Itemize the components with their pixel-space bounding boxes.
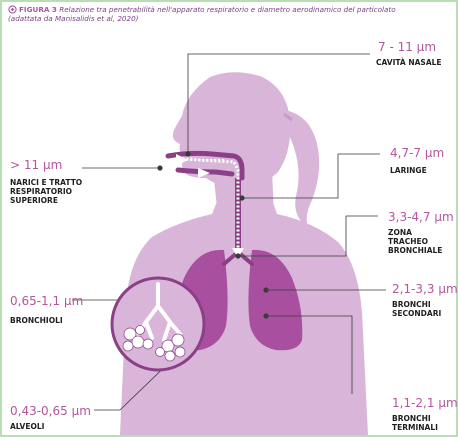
terminal-bronchi-label: BRONCHI TERMINALI: [392, 414, 452, 432]
bronchioles-label: BRONCHIOLI: [10, 316, 63, 325]
larynx-label: LARINGE: [390, 166, 427, 175]
bronchioles-value: 0,65-1,1 µm: [10, 294, 83, 308]
nasal-value: 7 - 11 µm: [378, 40, 436, 54]
upper-tract-value: > 11 µm: [10, 158, 62, 172]
secondary-bronchi-value: 2,1-3,3 µm: [392, 282, 458, 296]
ponytail-silhouette: [278, 110, 319, 228]
trachea-value: 3,3-4,7 µm: [388, 210, 454, 224]
secondary-bronchi-label: BRONCHI SECONDARI: [392, 300, 454, 318]
alveoli-value: 0,43-0,65 µm: [10, 404, 91, 418]
larynx-value: 4,7-7 µm: [390, 146, 444, 160]
alveoli-magnifier: [112, 278, 204, 370]
nasal-label: CAVITÀ NASALE: [376, 58, 454, 67]
trachea-label: ZONA TRACHEO BRONCHIALE: [388, 228, 454, 255]
upper-tract-label: NARICI E TRATTO RESPIRATORIO SUPERIORE: [10, 178, 94, 205]
alveoli-label: ALVEOLI: [10, 422, 44, 431]
terminal-bronchi-value: 1,1-2,1 µm: [392, 396, 458, 410]
